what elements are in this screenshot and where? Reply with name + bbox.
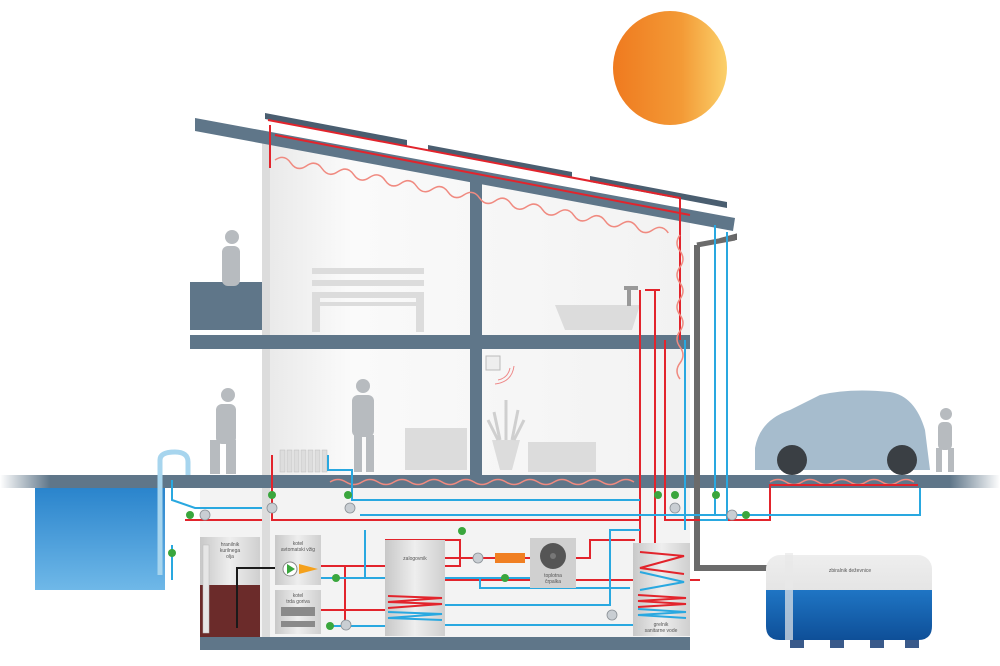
heat-pump-label-2: črpalka xyxy=(545,579,561,585)
pump-icon xyxy=(168,549,176,557)
heat-pump: toplotna črpalka xyxy=(530,538,576,588)
pump-icon xyxy=(742,511,750,519)
pump-icon xyxy=(501,574,509,582)
flame-icon xyxy=(299,564,318,574)
rainwater-tank: zbiralnik deževnice xyxy=(766,553,932,648)
auto-boiler-label-1: kotel xyxy=(293,541,304,547)
oil-tank: hranilnik kurilnega olja xyxy=(200,537,275,637)
water-heater: grelnik sanitarne vode xyxy=(633,543,690,636)
oil-tank-label-2: kurilnega xyxy=(220,548,241,554)
rain-tank-label: zbiralnik deževnice xyxy=(829,568,871,574)
valve-icon xyxy=(669,502,681,514)
pump-icon xyxy=(712,491,720,499)
sun xyxy=(613,11,727,125)
solid-boiler-label-1: kotel xyxy=(293,593,304,599)
car xyxy=(755,390,930,475)
pump-icon xyxy=(654,491,662,499)
pump-icon xyxy=(671,491,679,499)
valve-icon xyxy=(340,619,352,631)
oil-tank-label-1: hranilnik xyxy=(221,542,240,548)
valve-icon xyxy=(266,502,278,514)
buffer-tank: zalogovnik xyxy=(385,540,445,636)
solar-panel xyxy=(265,113,407,146)
valve-icon xyxy=(344,502,356,514)
pump-icon xyxy=(186,511,194,519)
pump-icon xyxy=(458,527,466,535)
solid-fuel-boiler: kotel trda goriva xyxy=(275,590,321,634)
pumps xyxy=(168,491,750,630)
cold-pipes xyxy=(171,225,921,627)
plant xyxy=(492,440,520,470)
furniture xyxy=(312,268,640,472)
hot-pipes xyxy=(185,119,918,625)
thermostat xyxy=(485,355,501,371)
valve-icon xyxy=(472,552,484,564)
water-heater-label-2: sanitarne vode xyxy=(645,628,678,634)
bench xyxy=(312,268,424,274)
auto-ignition-boiler: kotel avtomatski vžig xyxy=(275,535,321,585)
swimming-pool xyxy=(35,488,165,590)
solid-boiler-label-2: trda goriva xyxy=(286,599,310,605)
armchair xyxy=(405,428,467,470)
water-heater-label-1: grelnik xyxy=(654,622,669,628)
buffer-tank-label: zalogovnik xyxy=(403,556,427,562)
valves xyxy=(199,502,738,631)
radiator xyxy=(279,449,328,473)
cabinet xyxy=(528,442,596,472)
bathtub xyxy=(555,305,640,330)
valve-icon xyxy=(606,609,618,621)
solar-panel xyxy=(590,176,727,208)
pump-icon xyxy=(326,622,334,630)
downpipe xyxy=(694,245,768,571)
auto-boiler-label-2: avtomatski vžig xyxy=(281,547,315,553)
pump-icon xyxy=(332,574,340,582)
pump-icon xyxy=(344,491,352,499)
heat-pump-label-1: toplotna xyxy=(544,573,562,579)
pool-pipe xyxy=(157,449,191,575)
pump-icon xyxy=(268,491,276,499)
oil-tank-label-3: olja xyxy=(226,554,234,560)
solar-controller xyxy=(495,553,525,563)
valve-icon xyxy=(199,509,211,521)
valve-icon xyxy=(726,509,738,521)
people xyxy=(210,230,954,474)
